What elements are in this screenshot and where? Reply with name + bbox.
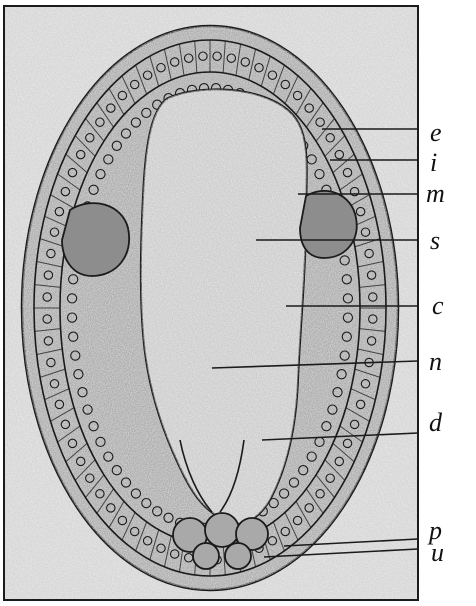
label-u: u xyxy=(431,540,444,566)
label-c: c xyxy=(432,293,444,319)
label-i: i xyxy=(430,150,437,176)
label-s: s xyxy=(430,228,440,254)
label-n: n xyxy=(429,349,442,375)
label-m: m xyxy=(426,181,445,207)
label-e: e xyxy=(430,120,442,146)
label-d: d xyxy=(429,410,442,436)
